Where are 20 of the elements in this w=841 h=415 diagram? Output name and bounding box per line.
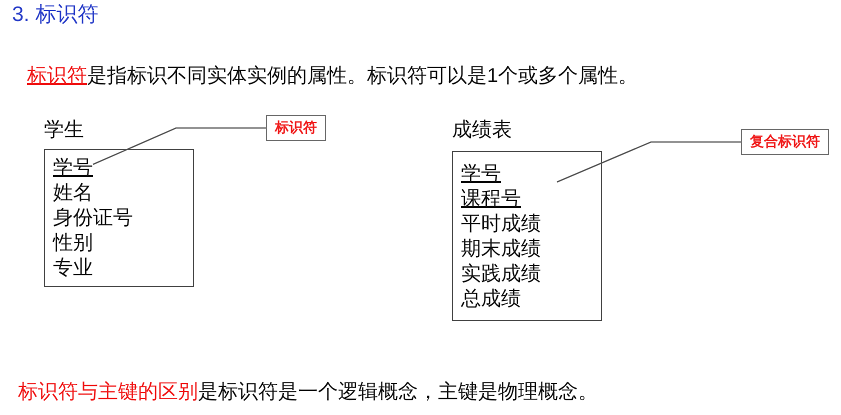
- key-attribute: 学号: [53, 156, 93, 180]
- key-attribute: 学号: [461, 162, 501, 186]
- attribute: 实践成绩: [461, 262, 541, 286]
- callout-box: 标识符: [266, 115, 326, 141]
- attribute: 总成绩: [461, 287, 521, 311]
- entity-name: 成绩表: [452, 118, 512, 143]
- leader-line: [556, 141, 741, 183]
- entity-name: 学生: [44, 118, 84, 143]
- attribute: 期末成绩: [461, 237, 541, 261]
- attribute: 平时成绩: [461, 212, 541, 236]
- sentence: 标识符与主键的区别是标识符是一个逻辑概念，主键是物理概念。: [18, 380, 598, 405]
- attribute: 专业: [53, 256, 93, 280]
- attribute: 姓名: [53, 181, 93, 205]
- attribute: 身份证号: [53, 206, 133, 230]
- attribute: 性别: [53, 231, 93, 255]
- key-attribute: 课程号: [461, 187, 521, 211]
- section-heading: 3. 标识符: [12, 2, 98, 28]
- leader-line: [92, 127, 266, 165]
- sentence: 标识符是指标识不同实体实例的属性。标识符可以是1个或多个属性。: [27, 64, 638, 89]
- callout-box: 复合标识符: [741, 129, 829, 155]
